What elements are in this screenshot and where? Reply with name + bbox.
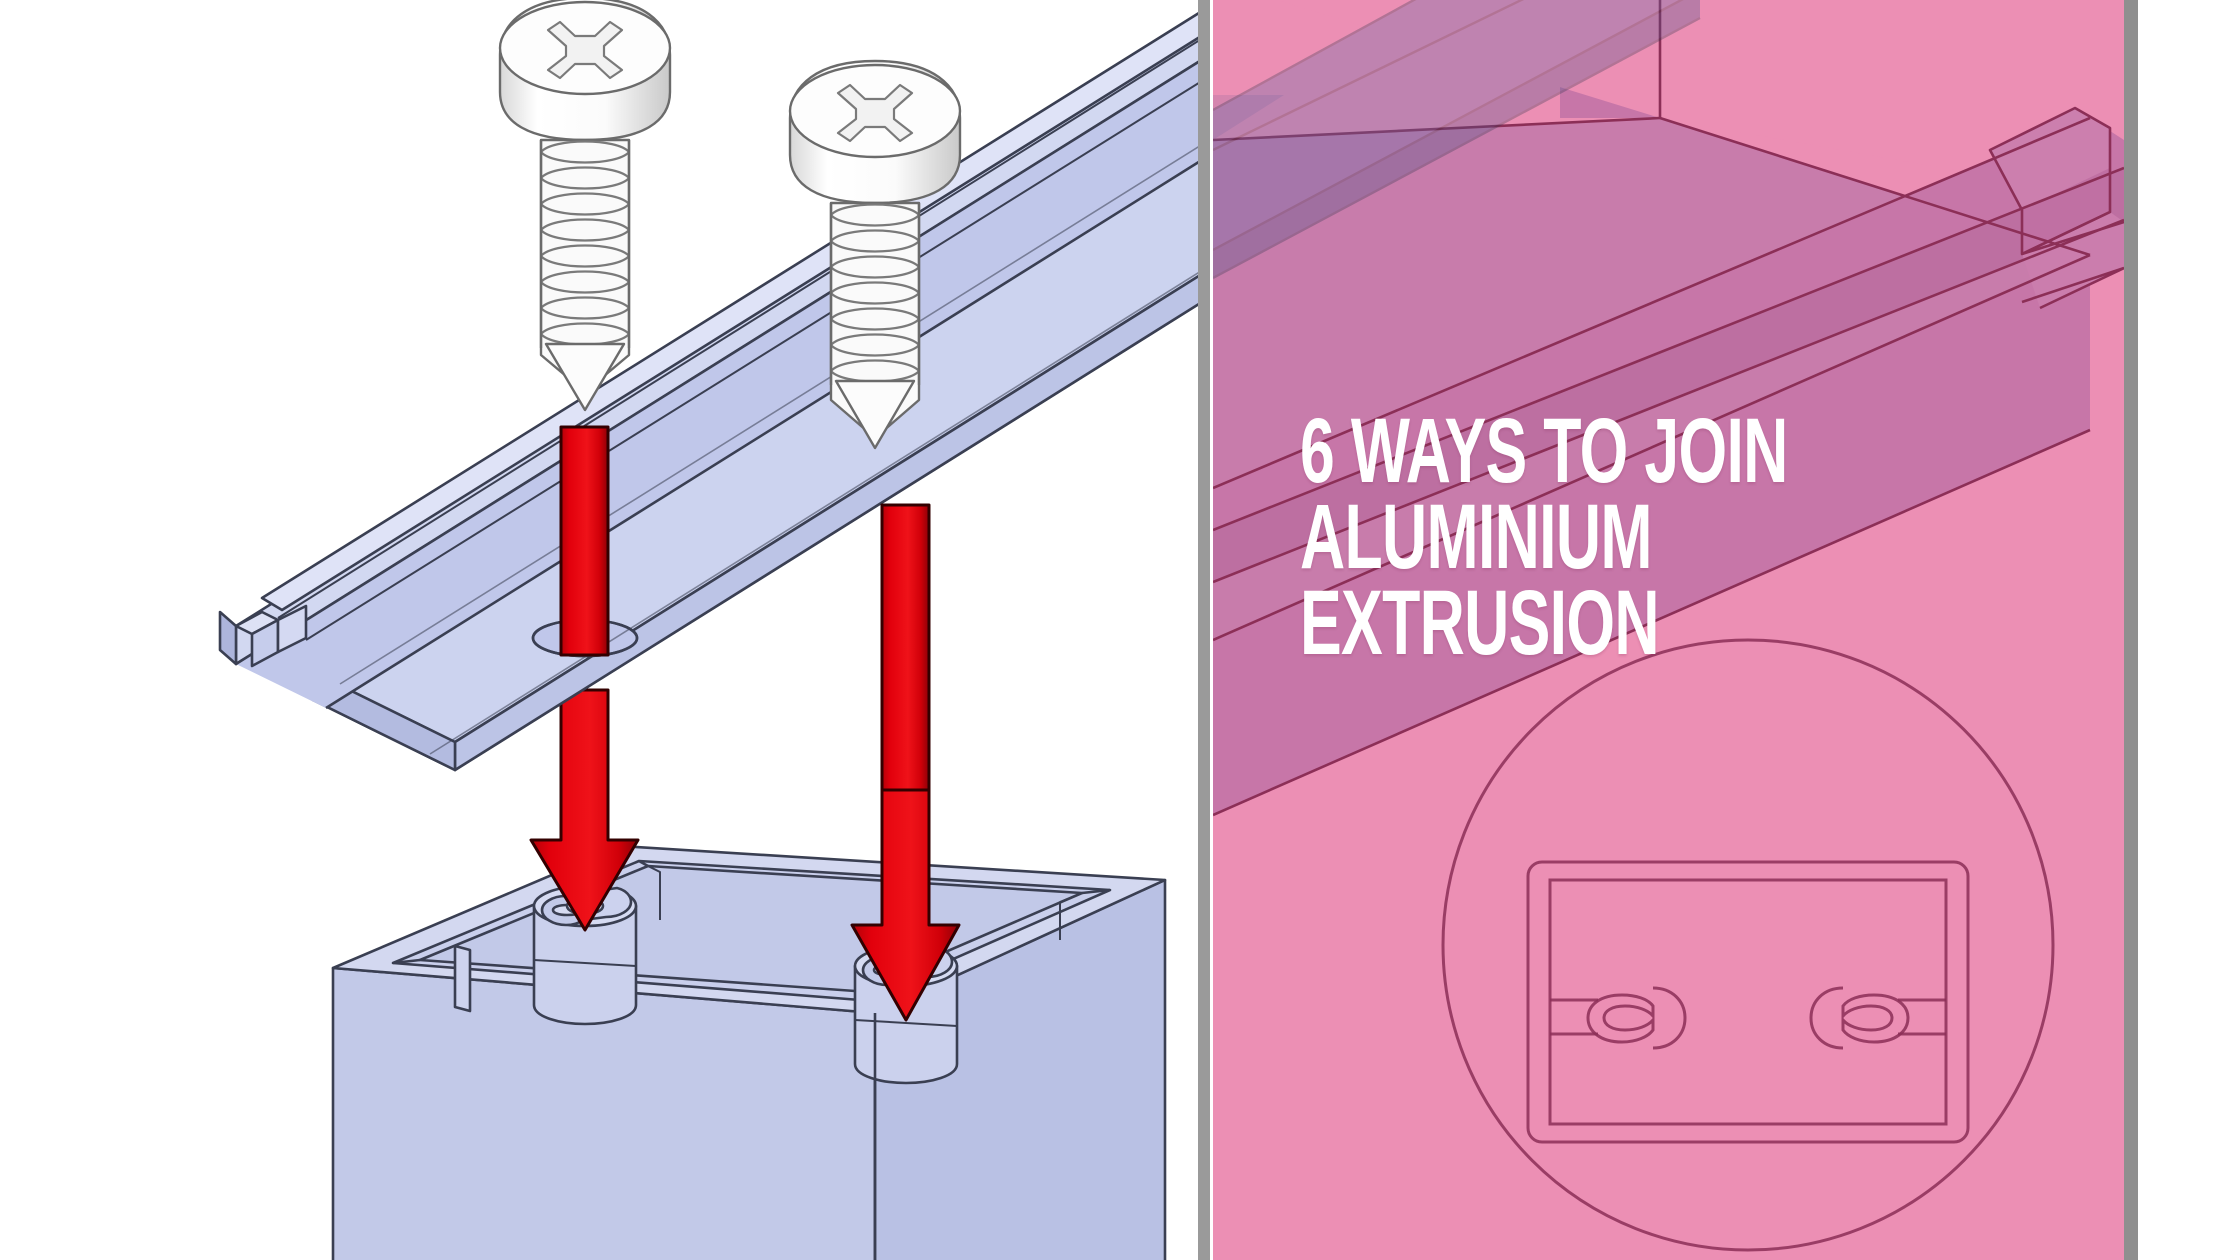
assembly-arrows-upper	[559, 425, 931, 792]
pink-tinted-extrusion	[1213, 0, 2124, 817]
screw-boss-left	[532, 884, 638, 1026]
right-margin-fill	[2138, 0, 2240, 1260]
extrusion-bar	[218, 10, 1200, 772]
screw-left	[498, 0, 672, 412]
extrusion-cross-section-emblem	[1441, 638, 2055, 1252]
assembly-arrows-lower	[529, 688, 961, 1022]
screw-right	[788, 59, 962, 450]
divider-rule-right	[2124, 0, 2138, 1260]
divider-rule-left	[1198, 0, 1210, 1260]
illustration-geometry	[218, 0, 1200, 1260]
